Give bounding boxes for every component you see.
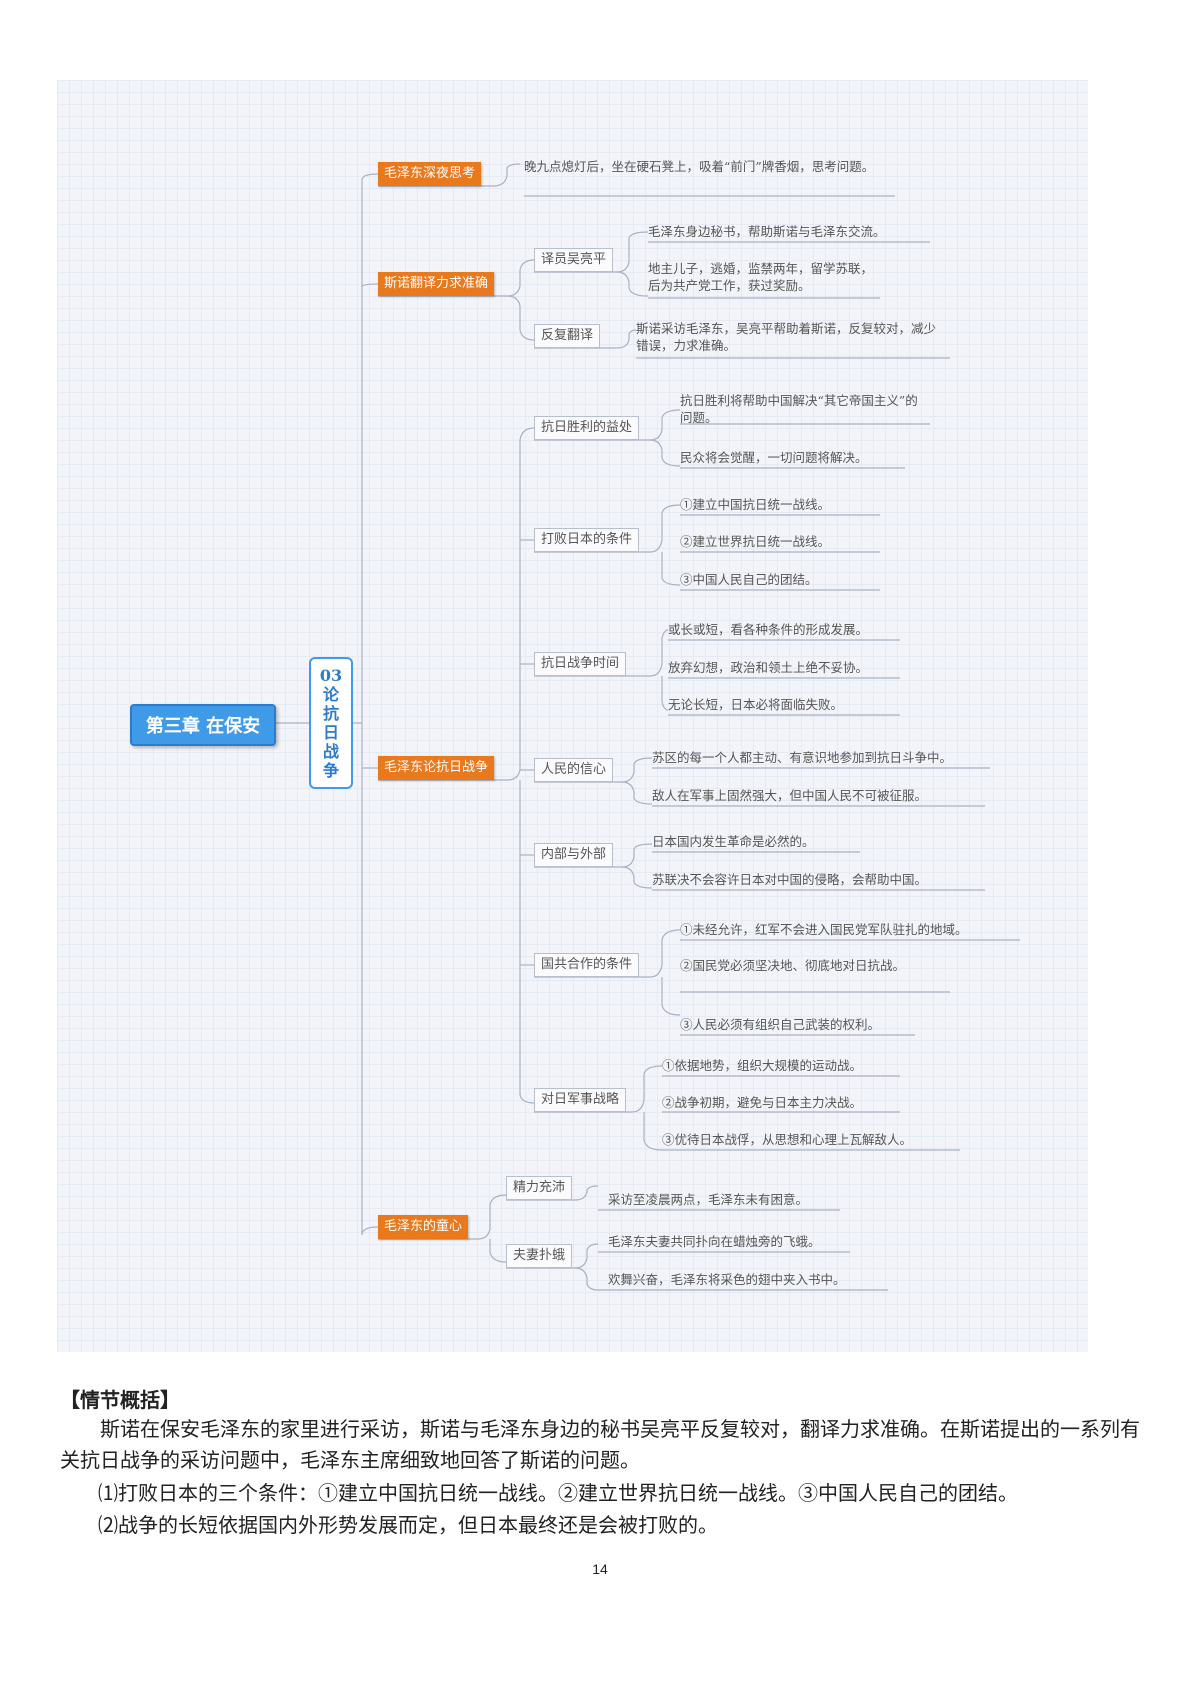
branch-translation: 斯诺翻译力求准确: [378, 272, 495, 296]
node-cooperation-conditions: 国共合作的条件: [534, 953, 640, 977]
topic-char: 战: [322, 742, 339, 761]
leaf: 苏联决不会容许日本对中国的侵略，会帮助中国。: [652, 872, 928, 887]
mindmap-topic: 03 论 抗 日 战 争: [309, 657, 353, 789]
leaf: 地主儿子，逃婚，监禁两年，留学苏联，后为共产党工作，获过奖励。: [648, 261, 874, 293]
leaf: 斯诺采访毛泽东，吴亮平帮助着斯诺，反复较对，减少错误，力求准确。: [636, 321, 937, 353]
node-military-strategy: 对日军事战略: [534, 1088, 627, 1112]
leaf: 欢舞兴奋，毛泽东将采色的翅中夹入书中。: [608, 1272, 846, 1287]
branch-war-discussion: 毛泽东论抗日战争: [378, 756, 495, 780]
leaf: ②建立世界抗日统一战线。: [680, 534, 831, 549]
node-war-duration: 抗日战争时间: [534, 652, 627, 676]
node-moth-catching: 夫妻扑蛾: [506, 1244, 573, 1268]
summary-paragraph: 斯诺在保安毛泽东的家里进行采访，斯诺与毛泽东身边的秘书吴亮平反复较对，翻译力求准…: [60, 1417, 1140, 1472]
leaf: 采访至凌晨两点，毛泽东未有困意。: [608, 1192, 809, 1207]
leaf: ①依据地势，组织大规模的运动战。: [662, 1058, 863, 1073]
topic-char: 抗: [322, 704, 339, 723]
leaf: 民众将会觉醒，一切问题将解决。: [680, 450, 868, 465]
node-internal-external: 内部与外部: [534, 843, 614, 867]
summary-point: ⑵战争的长短依据国内外形势发展而定，但日本最终还是会被打败的。: [98, 1513, 718, 1537]
leaf: 日本国内发生革命是必然的。: [652, 834, 815, 849]
leaf: ②国民党必须坚决地、彻底地对日抗战。: [680, 958, 906, 973]
leaf: 毛泽东夫妻共同扑向在蜡烛旁的飞蛾。: [608, 1234, 821, 1249]
leaf: ①未经允许，红军不会进入国民党军队驻扎的地域。: [680, 922, 968, 937]
branch-night-thinking: 毛泽东深夜思考: [378, 162, 482, 186]
leaf: ②战争初期，避免与日本主力决战。: [662, 1095, 863, 1110]
leaf: 放弃幻想，政治和领土上绝不妥协。: [668, 660, 869, 675]
topic-char: 争: [322, 761, 339, 780]
mindmap-canvas: [57, 80, 1088, 1352]
node-victory-benefits: 抗日胜利的益处: [534, 416, 640, 440]
leaf: ①建立中国抗日统一战线。: [680, 497, 831, 512]
topic-char: 论: [322, 685, 339, 704]
leaf: ③中国人民自己的团结。: [680, 572, 818, 587]
topic-char: 03: [319, 666, 343, 685]
node-people-confidence: 人民的信心: [534, 758, 614, 782]
leaf: 晚九点熄灯后，坐在硬石凳上，吸着“前门”牌香烟，思考问题。: [524, 159, 875, 174]
node-energetic: 精力充沛: [506, 1176, 573, 1200]
leaf: 苏区的每一个人都主动、有意识地参加到抗日斗争中。: [652, 750, 953, 765]
node-repeat-translate: 反复翻译: [534, 324, 601, 348]
section-heading: 【情节概括】: [60, 1388, 180, 1412]
leaf: 或长或短，看各种条件的形成发展。: [668, 622, 869, 637]
page-number: 14: [592, 1561, 608, 1577]
leaf: 抗日胜利将帮助中国解决“其它帝国主义”的问题。: [680, 393, 918, 425]
leaf: ③优待日本战俘，从思想和心理上瓦解敌人。: [662, 1132, 913, 1147]
leaf: 无论长短，日本必将面临失败。: [668, 697, 844, 712]
topic-char: 日: [322, 723, 339, 742]
leaf: 敌人在军事上固然强大，但中国人民不可被征服。: [652, 788, 928, 803]
summary-point: ⑴打败日本的三个条件：①建立中国抗日统一战线。②建立世界抗日统一战线。③中国人民…: [98, 1481, 1018, 1505]
leaf: 毛泽东身边秘书，帮助斯诺与毛泽东交流。: [648, 224, 886, 239]
node-defeat-conditions: 打败日本的条件: [534, 528, 640, 552]
mindmap-root: 第三章 在保安: [130, 704, 276, 746]
branch-childlike-heart: 毛泽东的童心: [378, 1215, 469, 1239]
leaf: ③人民必须有组织自己武装的权利。: [680, 1017, 881, 1032]
node-translator: 译员吴亮平: [534, 248, 614, 272]
